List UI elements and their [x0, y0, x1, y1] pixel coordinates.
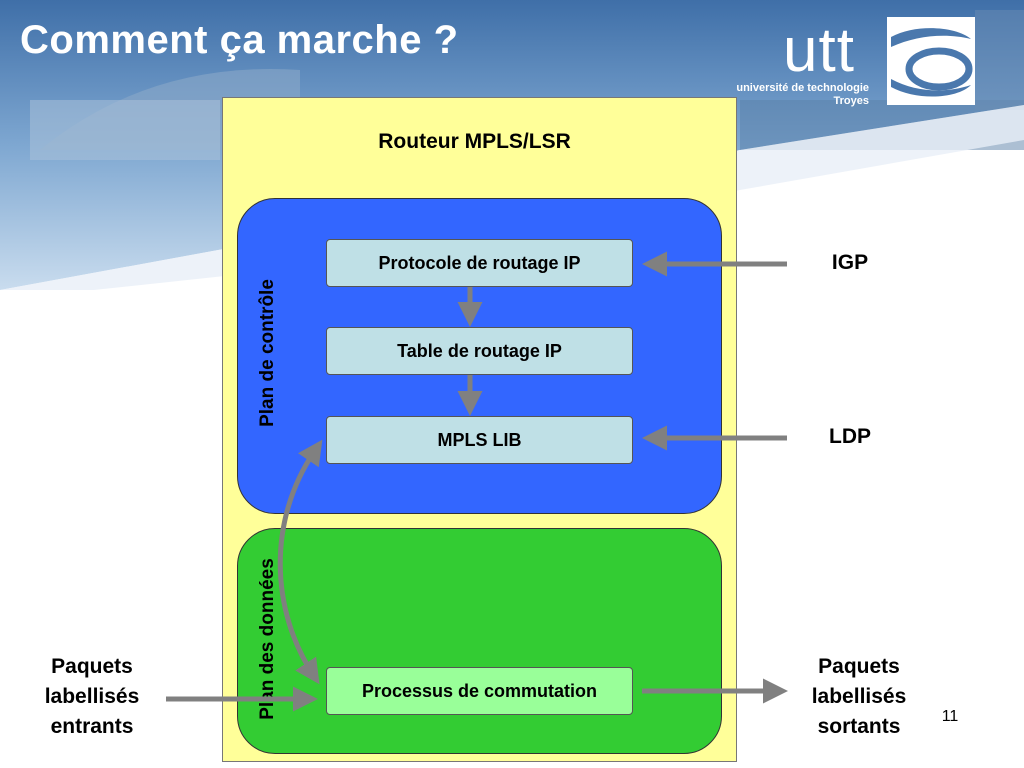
- slide-title: Comment ça marche ?: [20, 18, 459, 62]
- routing-table-box: Table de routage IP: [326, 327, 633, 375]
- incoming-line-2: labellisés: [44, 685, 140, 708]
- outgoing-line-1: Paquets: [818, 655, 900, 678]
- logo-word: utt: [783, 16, 855, 85]
- outgoing-line-2: labellisés: [811, 685, 907, 708]
- page-number: 11: [941, 708, 959, 725]
- incoming-packets-label: Paquets labellisés entrants: [22, 652, 162, 742]
- ldp-label: LDP: [829, 425, 871, 448]
- data-plane-label: Plan des données: [257, 558, 278, 720]
- igp-label: IGP: [831, 251, 869, 274]
- logo-emblem-icon: [887, 17, 975, 105]
- outgoing-packets-label: Paquets labellisés sortants: [789, 652, 929, 742]
- mpls-lib-box: MPLS LIB: [326, 416, 633, 464]
- logo-subtitle: université de technologie: [736, 82, 869, 94]
- routing-protocol-box: Protocole de routage IP: [326, 239, 633, 287]
- switching-process-box: Processus de commutation: [326, 667, 633, 715]
- data-plane-region: [237, 528, 722, 754]
- control-plane-label: Plan de contrôle: [257, 279, 278, 427]
- incoming-line-1: Paquets: [51, 655, 133, 678]
- incoming-line-3: entrants: [50, 715, 134, 738]
- router-title: Routeur MPLS/LSR: [378, 130, 571, 153]
- outgoing-line-3: sortants: [817, 715, 901, 738]
- logo-city: Troyes: [833, 95, 869, 107]
